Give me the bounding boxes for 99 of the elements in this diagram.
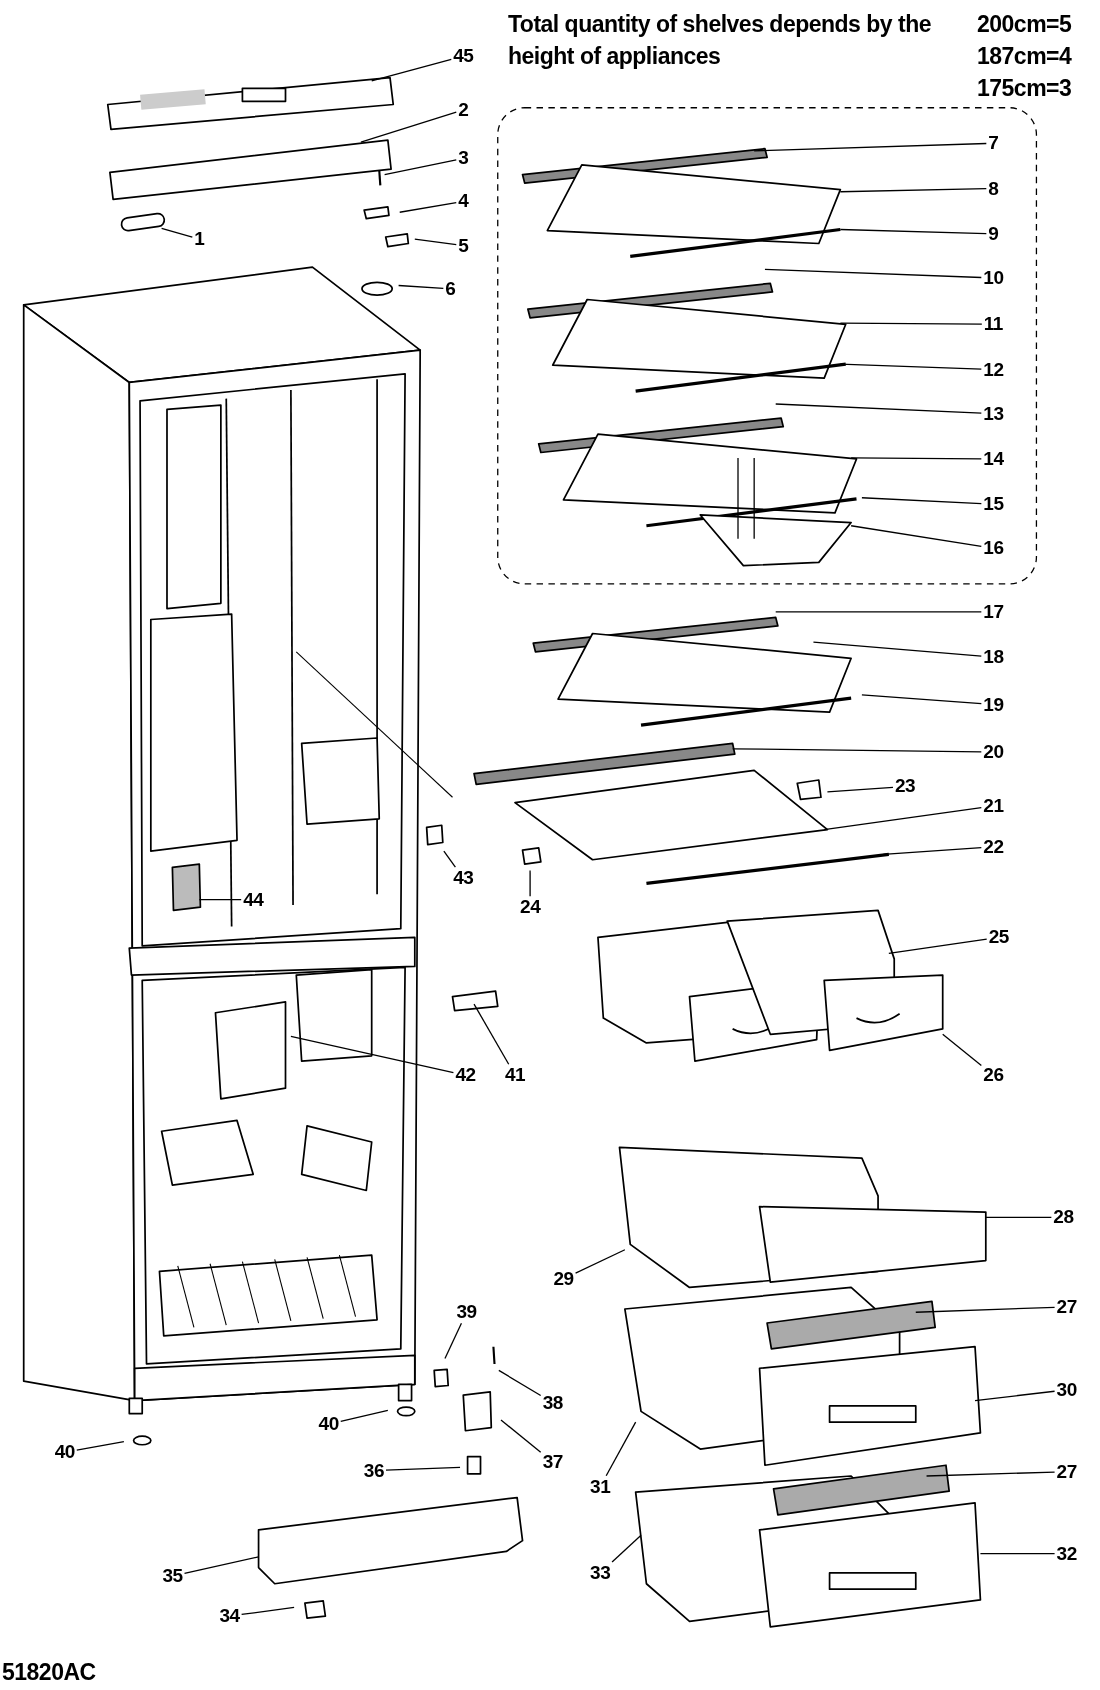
callout-number: 26 [983, 1065, 1004, 1086]
leader-line [812, 641, 982, 657]
callout-number: 22 [983, 836, 1004, 857]
callout-number: 41 [505, 1065, 526, 1086]
callout-number: 4 [458, 191, 469, 212]
height-quantity-note: 175cm=3 [977, 74, 1072, 103]
callout-number: 38 [542, 1392, 563, 1413]
leader-line [861, 694, 982, 705]
leader-line [611, 1534, 642, 1563]
leader-line [385, 1466, 461, 1471]
callout-number: 12 [983, 359, 1004, 380]
leader-line [888, 938, 988, 955]
leader-line [290, 1035, 455, 1074]
callout-number: 34 [219, 1606, 240, 1627]
leader-line [925, 1471, 1056, 1477]
leader-line [605, 1421, 637, 1477]
callout-number: 40 [54, 1442, 75, 1463]
leader-line [839, 363, 982, 370]
leader-line [979, 1552, 1056, 1555]
leader-line [942, 1033, 982, 1067]
leader-line [76, 1440, 125, 1451]
callout-number: 28 [1053, 1207, 1074, 1228]
callout-number: 29 [553, 1268, 574, 1289]
leader-line [731, 748, 982, 753]
leader-line [985, 1216, 1052, 1219]
leader-line [753, 142, 987, 152]
callout-number: 21 [983, 795, 1004, 816]
leader-line [443, 850, 457, 868]
heading-note: Total quantity of shelves depends by the height of appliances [508, 10, 933, 71]
callout-number: 44 [243, 889, 264, 910]
callout-number: 43 [453, 868, 474, 889]
leader-line [861, 497, 982, 505]
callout-number: 23 [895, 776, 916, 797]
callout-number: 13 [983, 403, 1004, 424]
callout-number: 24 [520, 897, 541, 918]
callout-number: 33 [590, 1562, 611, 1583]
callout-number: 35 [162, 1566, 183, 1587]
callout-number: 5 [458, 235, 469, 256]
leader-line [850, 525, 982, 548]
leader-line [775, 403, 982, 414]
leader-line [915, 1306, 1056, 1313]
callout-number: 15 [983, 494, 1004, 515]
callout-number: 20 [983, 742, 1004, 762]
callout-number: 42 [455, 1065, 476, 1086]
callout-number: 36 [363, 1460, 384, 1481]
leader-line [500, 1419, 542, 1453]
callout-number: 8 [988, 178, 999, 199]
leader-line [473, 1003, 510, 1065]
leader-line [498, 1369, 542, 1397]
leader-line [574, 1249, 626, 1274]
leader-line [160, 227, 193, 238]
leader-line [839, 322, 983, 325]
leader-line [340, 1409, 389, 1423]
leader-line [240, 1606, 295, 1616]
callout-number: 40 [318, 1414, 339, 1435]
callout-number: 27 [1056, 1296, 1077, 1317]
leader-line [383, 159, 457, 176]
callout-number: 30 [1056, 1379, 1077, 1400]
leader-line [198, 898, 242, 901]
callout-number: 39 [456, 1302, 477, 1323]
callout-number: 32 [1056, 1543, 1077, 1564]
leader-line [444, 1322, 463, 1360]
leader-line [823, 806, 982, 831]
leader-line [882, 847, 982, 855]
leader-line [839, 228, 987, 235]
leader-line [399, 202, 457, 213]
callout-number: 7 [988, 133, 999, 154]
leader-line [414, 238, 457, 246]
leader-line [183, 1556, 260, 1575]
leader-line [974, 1390, 1056, 1402]
callout-number: 27 [1056, 1461, 1077, 1482]
callout-number: 3 [458, 148, 469, 169]
leader-line [764, 268, 982, 279]
callout-number: 14 [983, 448, 1004, 469]
callout-number: 31 [590, 1476, 611, 1497]
leader-line [529, 869, 531, 897]
callout-number: 11 [983, 314, 1003, 335]
leader-line [839, 188, 987, 193]
callout-number: 19 [983, 694, 1004, 715]
callout-number: 16 [983, 538, 1004, 559]
leader-line [850, 457, 982, 460]
callout-number: 6 [445, 278, 456, 299]
callout-number: 17 [983, 601, 1004, 622]
leader-line [371, 58, 452, 82]
callout-number: 2 [458, 99, 469, 120]
callout-number: 9 [988, 223, 999, 244]
leader-line [398, 284, 444, 289]
callout-number: 1 [194, 229, 205, 250]
drawing-number: 51820AC [2, 1658, 96, 1687]
leader-line [360, 111, 457, 143]
height-quantity-note: 200cm=5 [977, 10, 1072, 39]
callout-number: 18 [983, 647, 1004, 668]
callout-number: 45 [453, 46, 474, 66]
callout-number: 37 [542, 1452, 563, 1472]
callout-number: 10 [983, 267, 1004, 288]
height-quantity-note: 187cm=4 [977, 42, 1072, 71]
leader-line [775, 611, 982, 613]
leader-line [826, 786, 894, 793]
callout-number: 25 [988, 927, 1009, 948]
